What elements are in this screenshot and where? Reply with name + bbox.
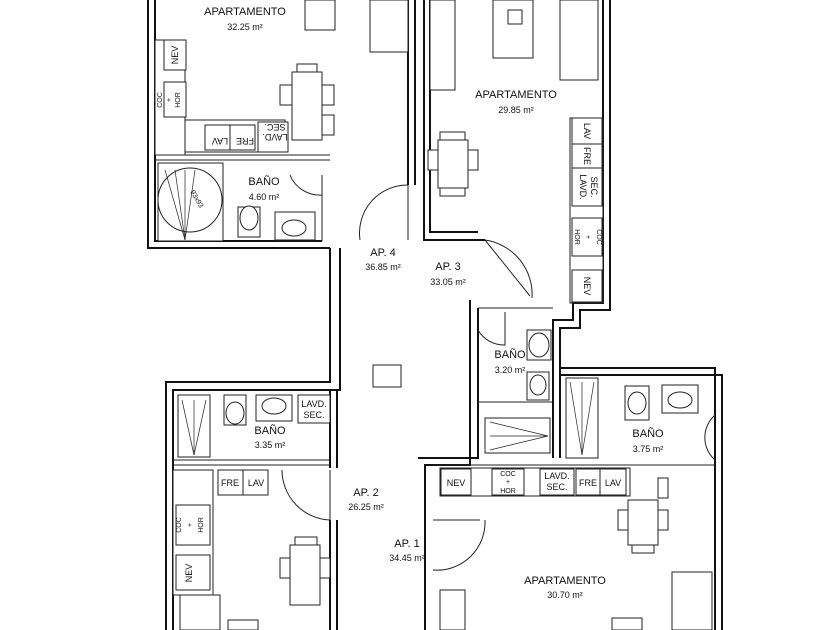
nev-label-bottom-left: NEV <box>184 564 194 583</box>
fre-label-top-right: FRE <box>582 147 592 165</box>
room-name-apt-top-right: APARTAMENTO <box>475 89 557 101</box>
room-name-ap4: AP. 4 <box>370 247 396 259</box>
appliance-labels: NEV COC + HOR LAV FRE LAVD. SEC. 93x93 L… <box>157 39 627 591</box>
room-area-ap2: 26.25 m² <box>348 502 384 512</box>
nev-label-bottom-right: NEV <box>447 478 466 488</box>
doors <box>281 174 716 571</box>
lav-label-top-right: LAV <box>582 123 592 139</box>
lavd-label-top-right: LAVD. <box>578 174 588 199</box>
sec-label-bottom-left: SEC. <box>303 410 324 420</box>
room-name-ap2: AP. 2 <box>353 487 379 499</box>
room-labels: APARTAMENTO 32.25 m² APARTAMENTO 29.85 m… <box>204 6 664 600</box>
fre-label-top-left: FRE <box>236 136 254 146</box>
hor-label-top-right: HOR <box>573 229 580 245</box>
room-area-apt-bottom-right: 30.70 m² <box>547 590 583 600</box>
coc-label-top-left: COC <box>157 92 164 108</box>
lavd-label-top-left: LAVD. <box>262 132 287 142</box>
shower-fans <box>164 169 595 456</box>
sec-label-top-right: SEC. <box>589 176 599 197</box>
plus-label-bottom-right: + <box>506 479 510 486</box>
hor-label-top-left: HOR <box>175 92 182 108</box>
furniture <box>154 0 713 630</box>
fre-label-bottom-left: FRE <box>221 478 239 488</box>
coc-label-bottom-right: COC <box>500 471 516 478</box>
lav-label-bottom-right: LAV <box>605 478 621 488</box>
room-name-bano-bottom-right: BAÑO <box>632 427 664 440</box>
room-area-bano-top-left: 4.60 m² <box>249 192 280 202</box>
room-name-bano-center: BAÑO <box>494 348 526 361</box>
plus-label-bottom-left: + <box>187 523 194 527</box>
lavd-label-bottom-left: LAVD. <box>301 399 326 409</box>
nev-label-top-left: NEV <box>170 46 180 65</box>
room-name-apt-bottom-right: APARTAMENTO <box>524 575 606 587</box>
coc-label-top-right: COC <box>595 229 602 245</box>
lav-label-top-left: LAV <box>212 136 228 146</box>
room-name-bano-top-left: BAÑO <box>248 175 280 188</box>
room-name-ap1: AP. 1 <box>394 538 420 550</box>
lav-label-bottom-left: LAV <box>248 478 264 488</box>
sec-label-bottom-right: SEC. <box>546 482 567 492</box>
room-area-apt-top-left: 32.25 m² <box>227 22 263 32</box>
sec-label-top-left: SEC. <box>264 122 285 132</box>
room-name-bano-bottom-left: BAÑO <box>254 424 286 437</box>
room-name-apt-top-left: APARTAMENTO <box>204 6 286 18</box>
room-name-ap3: AP. 3 <box>435 261 461 273</box>
room-area-bano-center: 3.20 m² <box>495 365 526 375</box>
nev-label-top-right: NEV <box>582 277 592 296</box>
lavd-label-bottom-right: LAVD. <box>544 471 569 481</box>
room-area-ap3: 33.05 m² <box>430 277 466 287</box>
room-area-ap4: 36.85 m² <box>365 262 401 272</box>
fre-label-bottom-right: FRE <box>579 478 597 488</box>
room-area-ap1: 34.45 m² <box>389 553 425 563</box>
room-area-bano-bottom-left: 3.35 m² <box>255 440 286 450</box>
room-area-apt-top-right: 29.85 m² <box>498 105 534 115</box>
plus-label-top-left: + <box>166 98 173 102</box>
hor-label-bottom-left: HOR <box>198 517 205 533</box>
plus-label-top-right: + <box>584 235 591 239</box>
hor-label-bottom-right: HOR <box>500 488 516 495</box>
room-area-bano-bottom-right: 3.75 m² <box>633 444 664 454</box>
coc-label-bottom-left: COC <box>176 517 183 533</box>
